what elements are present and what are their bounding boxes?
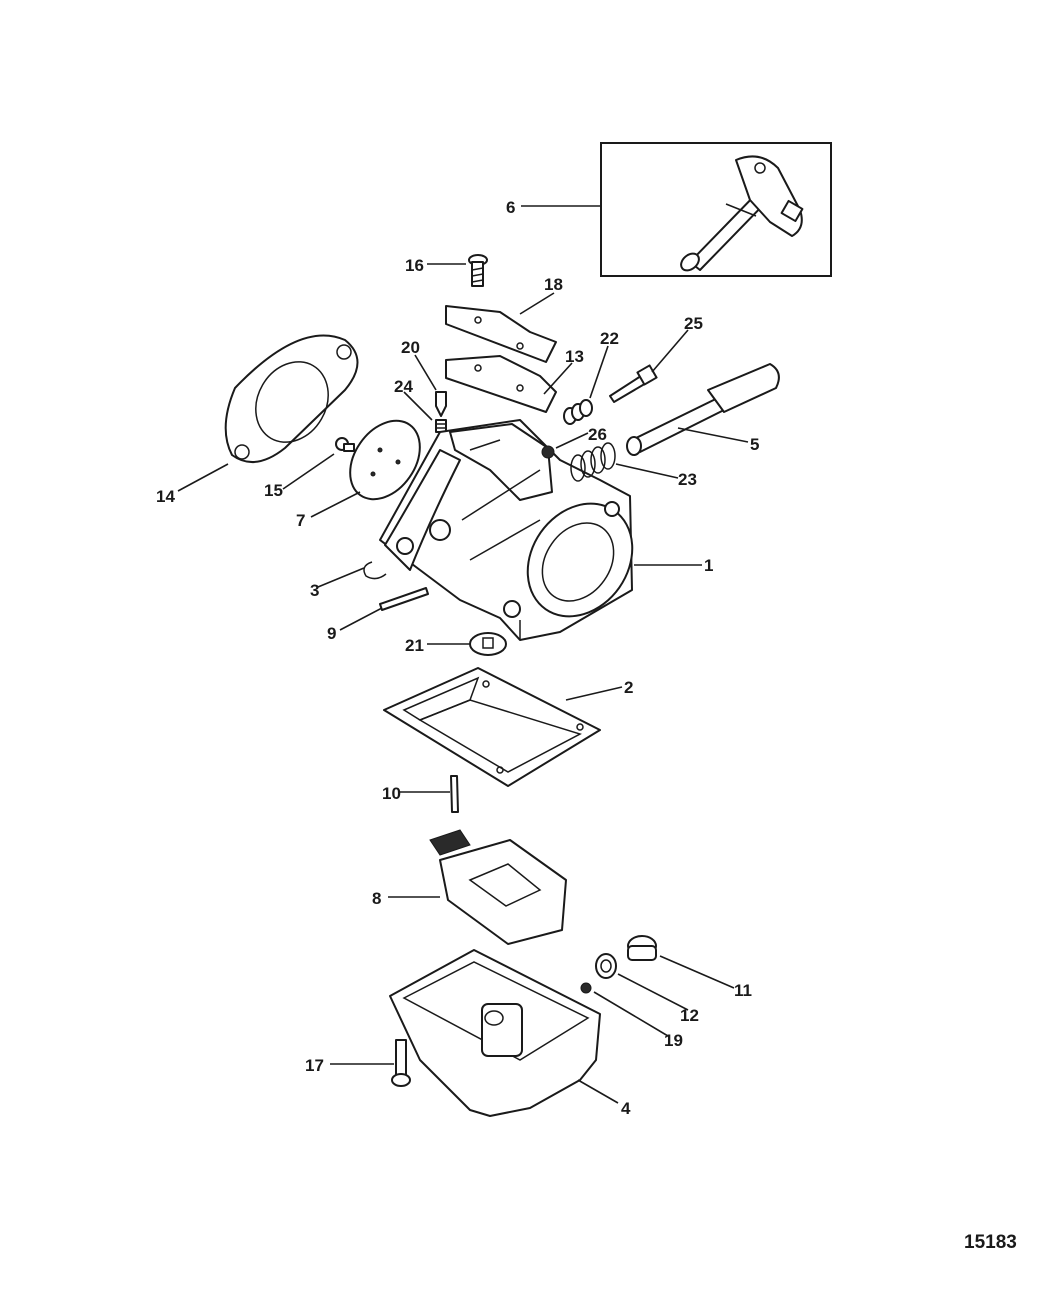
part-19-plug xyxy=(580,982,592,994)
callout-18: 18 xyxy=(544,275,563,294)
part-4-bowl xyxy=(389,949,601,1117)
part-17-screw xyxy=(391,1039,411,1087)
callout-24: 24 xyxy=(394,377,413,396)
part-15-screw xyxy=(335,437,355,452)
callout-7: 7 xyxy=(296,511,305,530)
part-1-body xyxy=(379,419,634,641)
part-16-screw xyxy=(468,254,488,287)
callout-8: 8 xyxy=(372,889,381,908)
part-20-needle xyxy=(435,391,447,417)
figure-number: 15183 xyxy=(964,1232,1017,1253)
callout-20: 20 xyxy=(401,338,420,357)
callout-22: 22 xyxy=(600,329,619,348)
part-25-screw xyxy=(609,364,658,403)
part-2-gasket xyxy=(383,667,601,787)
callout-10: 10 xyxy=(382,784,401,803)
callout-4: 4 xyxy=(621,1099,631,1118)
part-6-inset xyxy=(600,142,832,277)
callout-1: 1 xyxy=(704,556,713,575)
part-26-nut xyxy=(541,445,555,459)
part-8-float xyxy=(429,829,567,945)
callout-16: 16 xyxy=(405,256,424,275)
part-11-plug xyxy=(627,935,657,961)
part-22-spring xyxy=(563,399,593,425)
callout-25: 25 xyxy=(684,314,703,333)
part-14-gasket xyxy=(224,334,359,463)
part-7-disc xyxy=(349,419,421,501)
callout-3: 3 xyxy=(310,581,319,600)
part-9-pin xyxy=(379,587,429,611)
part-12-washer xyxy=(595,953,617,979)
callout-14: 14 xyxy=(156,487,175,506)
callout-9: 9 xyxy=(327,624,336,643)
part-21-spacer xyxy=(469,632,507,656)
leader-lines xyxy=(177,205,749,1104)
part-23-spring xyxy=(570,442,616,482)
callout-13: 13 xyxy=(565,347,584,366)
part-18-plate xyxy=(445,305,557,363)
callout-23: 23 xyxy=(678,470,697,489)
callout-15: 15 xyxy=(264,481,283,500)
part-24-spring xyxy=(435,419,447,433)
part-3-clip xyxy=(363,561,387,580)
part-13-plate xyxy=(445,355,557,413)
part-10-pin xyxy=(450,775,459,813)
callout-21: 21 xyxy=(405,636,424,655)
callout-17: 17 xyxy=(305,1056,324,1075)
callout-labels: 1 2 3 4 5 6 7 8 9 10 11 12 13 14 15 16 1… xyxy=(156,198,759,1118)
callout-26: 26 xyxy=(588,425,607,444)
callout-6: 6 xyxy=(506,198,515,217)
part-5-shaft xyxy=(626,363,780,456)
callout-2: 2 xyxy=(624,678,633,697)
callout-19: 19 xyxy=(664,1031,683,1050)
callout-5: 5 xyxy=(750,435,759,454)
callout-11: 11 xyxy=(734,981,752,1000)
callout-12: 12 xyxy=(680,1006,699,1025)
